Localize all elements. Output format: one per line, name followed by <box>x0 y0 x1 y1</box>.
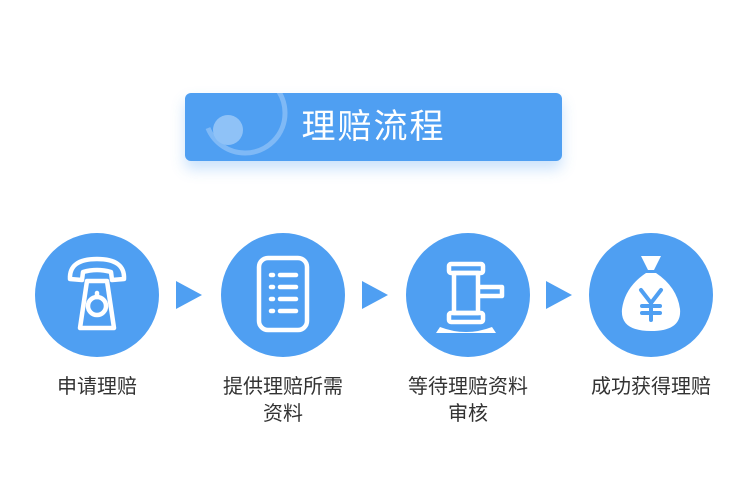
step-2-label-line1: 提供理赔所需 <box>223 374 343 398</box>
decorative-ring-icon <box>202 93 288 156</box>
step-1-label: 申请理赔 <box>12 373 182 400</box>
step-3-circle <box>406 233 530 357</box>
document-list-icon <box>256 255 310 333</box>
page-title: 理赔流程 <box>301 107 446 147</box>
step-arrow-1 <box>176 281 202 309</box>
step-3-label-line2: 审核 <box>448 401 488 425</box>
step-1-label-line1: 申请理赔 <box>57 374 137 398</box>
step-2-label-line2: 资料 <box>263 401 303 425</box>
step-2-label: 提供理赔所需 资料 <box>198 373 368 427</box>
step-4-label-line1: 成功获得理赔 <box>591 374 711 398</box>
step-1-circle <box>35 233 159 357</box>
telephone-icon <box>67 256 127 331</box>
gavel-icon <box>436 261 505 333</box>
step-4-label: 成功获得理赔 <box>566 373 736 400</box>
step-3-label-line1: 等待理赔资料 <box>408 374 528 398</box>
step-4-circle <box>589 233 713 357</box>
process-title-banner: 理赔流程 <box>185 93 562 161</box>
step-3-label: 等待理赔资料 审核 <box>383 373 553 427</box>
step-arrow-2 <box>362 281 388 309</box>
money-bag-icon <box>621 256 681 331</box>
step-arrow-3 <box>546 281 572 309</box>
step-2-circle <box>221 233 345 357</box>
